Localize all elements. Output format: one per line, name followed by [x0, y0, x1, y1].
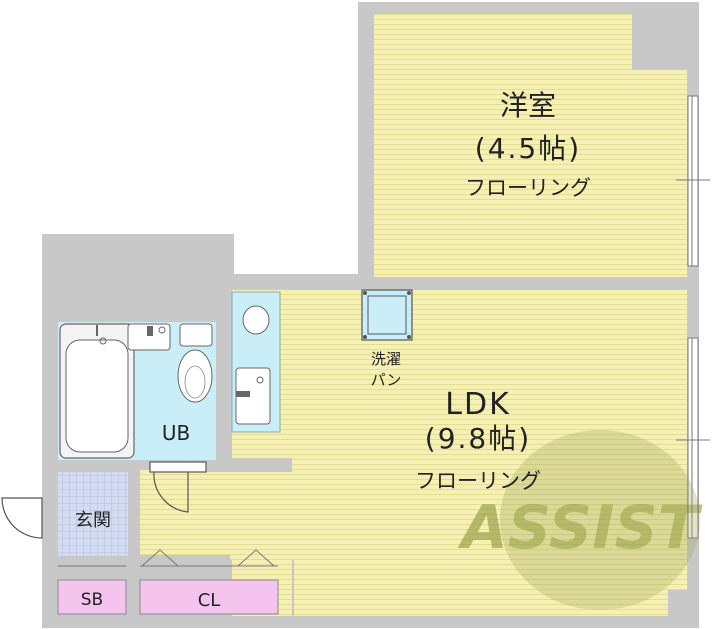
kitchen-counter — [231, 291, 281, 433]
wall-column-top-right — [632, 14, 687, 70]
bath-sink — [127, 323, 171, 351]
western-room-size: (4.5帖) — [475, 132, 581, 165]
entrance-door — [1, 497, 43, 539]
closet-shelf — [58, 549, 278, 567]
entrance-area — [58, 472, 128, 556]
wall-partition-right — [640, 277, 687, 290]
watermark-text: ASSIST — [457, 493, 702, 563]
watermark-logo: ASSIST — [457, 430, 703, 610]
toilet — [177, 323, 213, 403]
bath-label: UB — [162, 421, 190, 445]
sb-label: SB — [81, 590, 103, 610]
wall-column-bottom-right — [668, 590, 688, 616]
wall-bath-divider — [206, 458, 292, 472]
wall-lower-left — [292, 560, 294, 616]
cl-label: CL — [198, 590, 221, 611]
ldk-floor — [232, 290, 687, 616]
ldk-floor-type: フローリング — [415, 469, 541, 493]
ldk-floor-extension — [230, 470, 292, 560]
window-western — [676, 95, 710, 267]
western-room-name: 洋室 — [500, 89, 556, 122]
cl-area — [139, 579, 279, 615]
laundry-pan — [361, 289, 413, 341]
bath-door — [149, 461, 207, 513]
ldk-name: LDK — [445, 387, 511, 422]
bathtub — [59, 323, 135, 459]
laundry-label-line2: パン — [371, 371, 402, 389]
wall-partition — [232, 277, 408, 290]
entrance-label: 玄関 — [75, 510, 111, 531]
sb-area — [57, 579, 127, 615]
laundry-label-line1: 洗濯 — [371, 350, 401, 368]
western-room-floor: フローリング — [465, 176, 591, 200]
ldk-size: (9.8帖) — [425, 422, 531, 455]
window-ldk — [676, 337, 710, 539]
